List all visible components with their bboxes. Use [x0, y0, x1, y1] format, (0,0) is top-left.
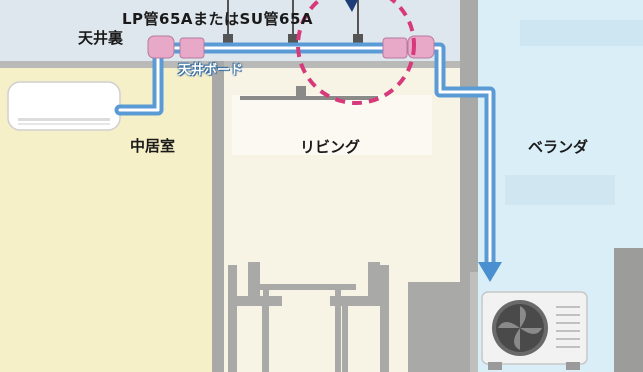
flow-arrow-icon: [478, 262, 502, 282]
pipe-spec-label: LP管65AまたはSU管65A: [122, 10, 314, 28]
ceiling-slab: [0, 61, 470, 68]
outdoor-ac-unit-icon: [481, 291, 588, 370]
ceiling-board-label: 天井ボード: [178, 63, 244, 78]
pointer-arrow-icon: [345, 0, 358, 12]
indoor-ac-unit-icon: [7, 81, 121, 131]
pipe-joints: [147, 35, 435, 59]
living-room-label: リビング: [300, 138, 361, 156]
refrigerant-pipe: [114, 42, 496, 274]
interior-wall: [212, 61, 224, 372]
ceiling-hangers: [223, 0, 363, 48]
veranda-label: ベランダ: [528, 138, 589, 156]
ceiling-lamp-icon: [240, 86, 378, 100]
neighbor-wall: [614, 248, 643, 372]
attic-label: 天井裏: [78, 29, 124, 47]
dining-set-icon: [228, 262, 460, 372]
veranda-faded-band-2: [505, 175, 615, 205]
highlight-circle: [296, 0, 416, 105]
living-light: [232, 95, 432, 155]
balcony-wall: [470, 272, 478, 372]
middle-room-label: 中居室: [130, 137, 176, 155]
veranda-faded-band: [520, 20, 643, 46]
